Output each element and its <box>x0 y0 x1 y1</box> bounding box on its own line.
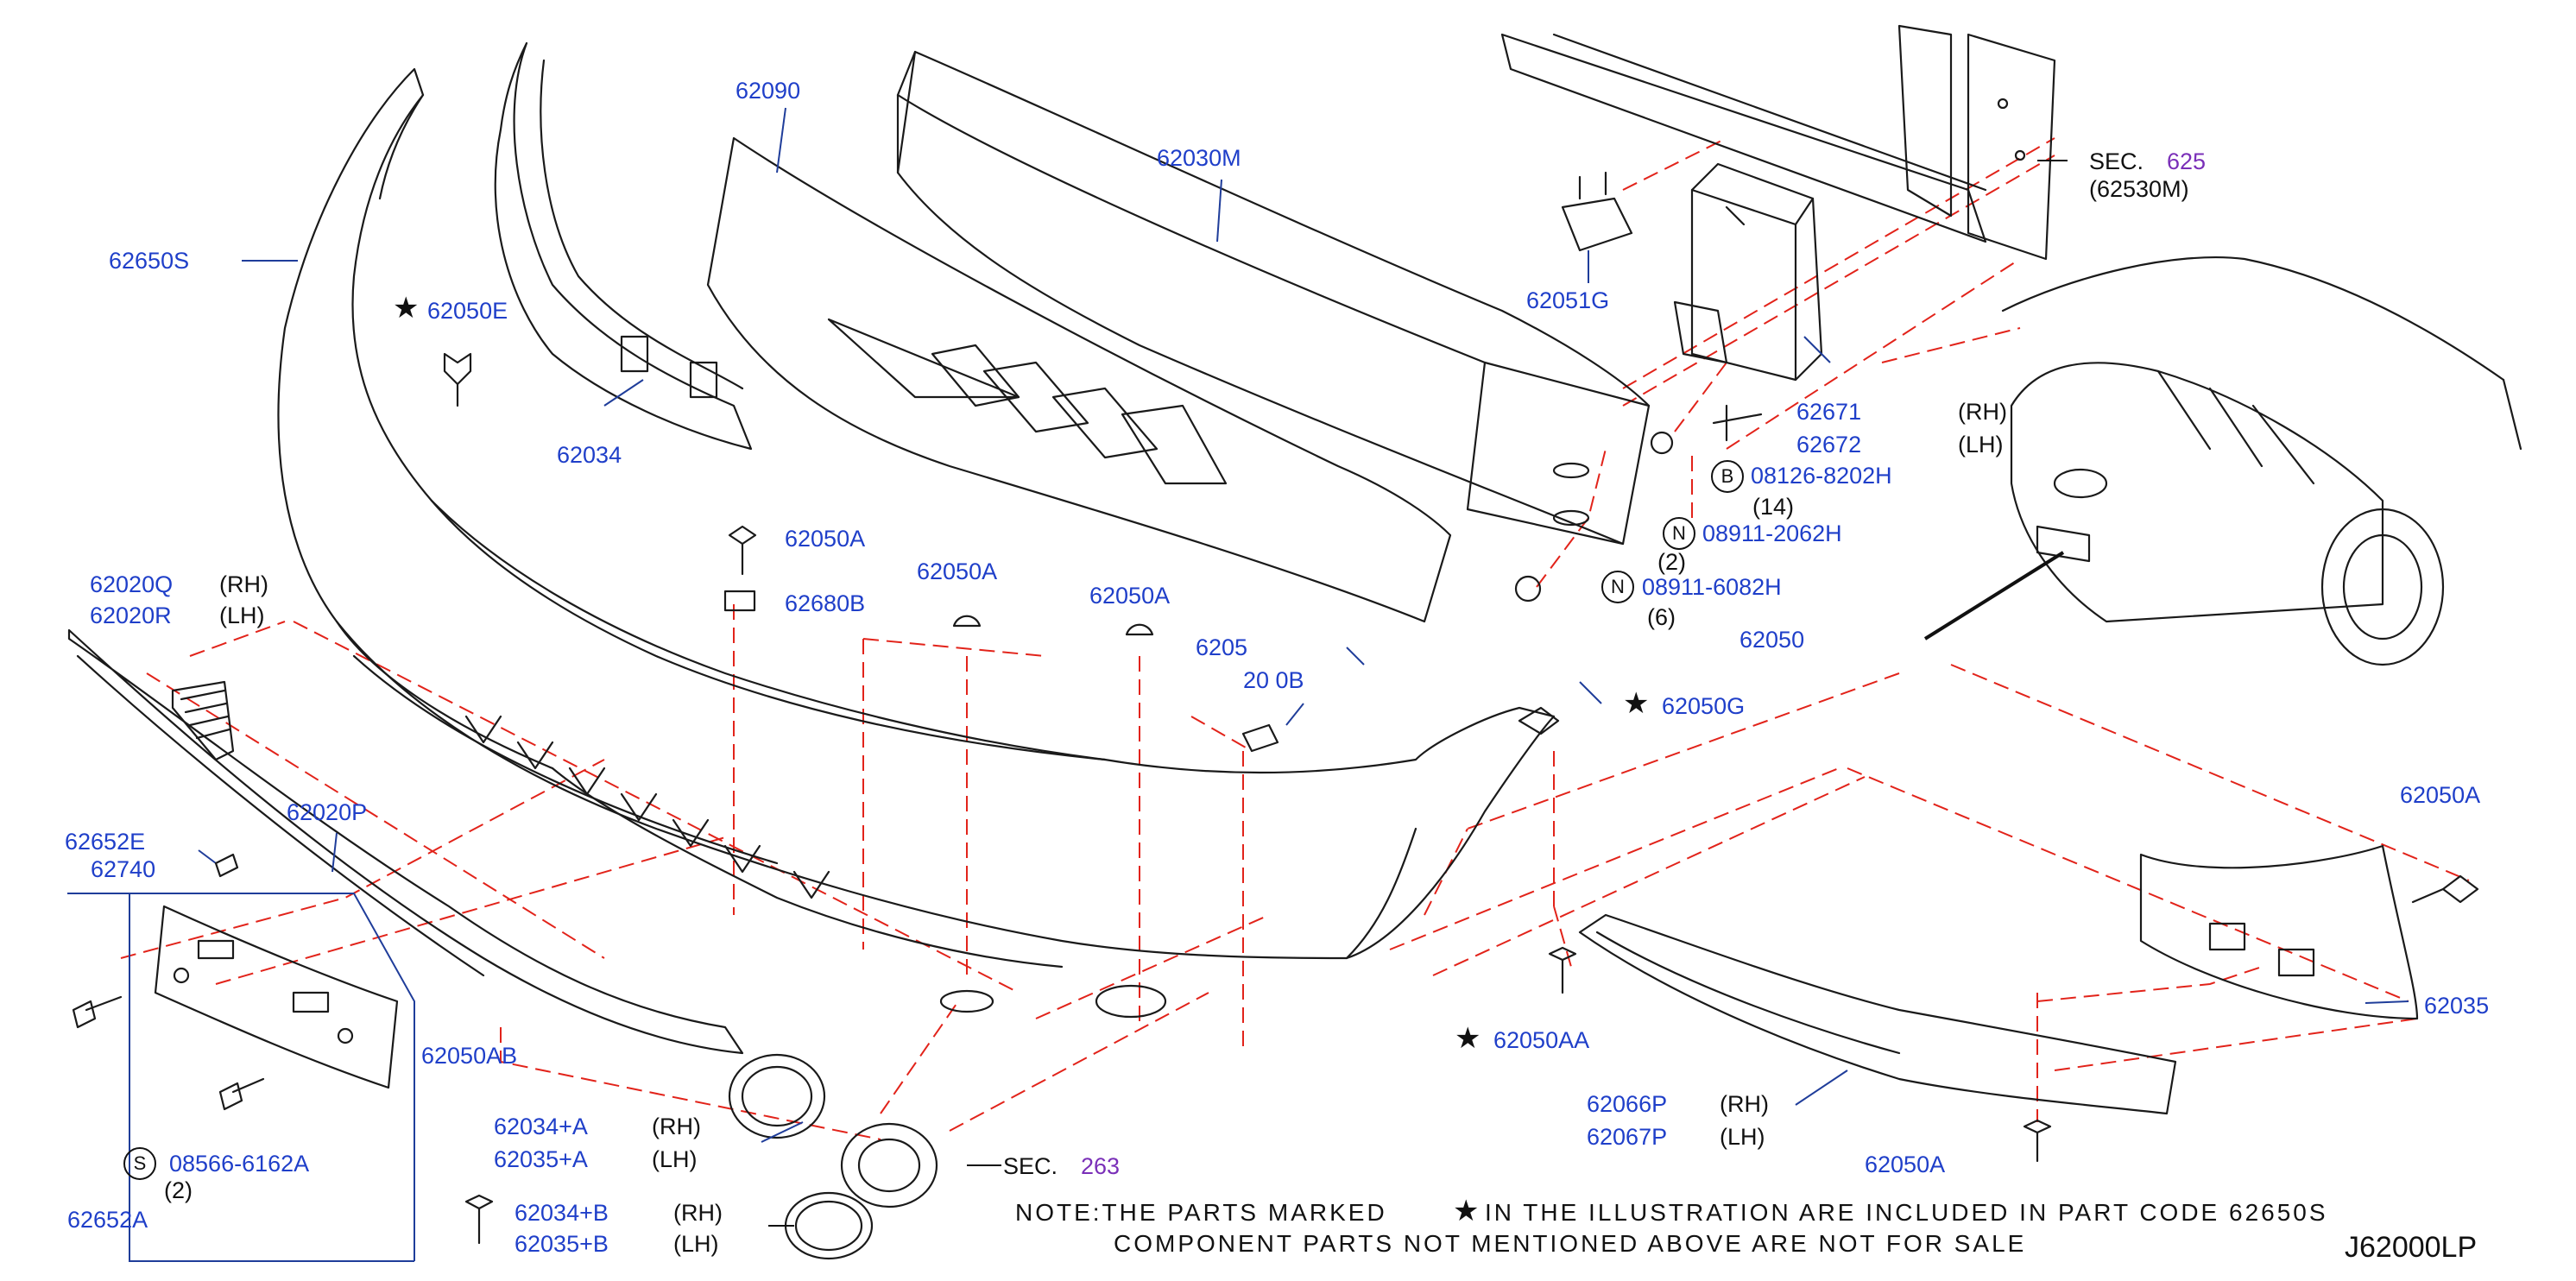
label-sec-263: SEC. <box>1003 1153 1058 1179</box>
label-200B-partial: 20 0B <box>1243 667 1304 693</box>
label-62066P: 62066P <box>1587 1091 1668 1117</box>
assembly-dashed-lines <box>120 137 2470 1140</box>
label-08126-qty: (14) <box>1752 494 1795 520</box>
label-62034B: 62034+B <box>515 1200 609 1226</box>
label-08911-6082H: 08911-6082H <box>1642 574 1782 600</box>
bracket-62034 <box>494 41 753 451</box>
fasteners <box>72 205 2479 1245</box>
label-62035A: 62035+A <box>494 1146 588 1172</box>
label-62050-right: 62050 <box>1739 627 1805 653</box>
label-62671: 62671 <box>1796 399 1862 425</box>
label-08566-qty: (2) <box>164 1177 193 1203</box>
energy-absorber-62090 <box>706 136 1452 623</box>
label-62050G: 62050G <box>1662 693 1746 719</box>
side-grille-62020Q <box>171 680 235 761</box>
label-sec-263-number: 263 <box>1081 1153 1121 1179</box>
label-62020Q: 62020Q <box>90 571 174 597</box>
reinforcement-beam-62030M <box>896 50 1651 546</box>
label-62034A-side: (RH) <box>652 1114 701 1139</box>
radiator-support-frame <box>1500 24 2056 261</box>
clip-62051G <box>1561 171 1633 252</box>
label-08911-2062H: 08911-2062H <box>1702 521 1842 546</box>
label-62020R-side: (LH) <box>219 603 265 628</box>
label-62035: 62035 <box>2424 993 2490 1019</box>
nut-marker-N-2062: N <box>1663 517 1695 550</box>
vehicle-front-view <box>2001 256 2522 666</box>
nut-marker-N-6082: N <box>1601 571 1634 603</box>
label-62067P: 62067P <box>1587 1124 1668 1150</box>
label-62035B-side: (LH) <box>673 1231 719 1257</box>
label-62740: 62740 <box>91 856 156 882</box>
label-62650S: 62650S <box>109 248 190 274</box>
label-62020R: 62020R <box>90 603 172 628</box>
screw-marker-S: S <box>123 1147 156 1180</box>
label-62050A-lower-1: 62050A <box>1865 1152 1946 1177</box>
lower-strip-62020P <box>67 628 744 1055</box>
label-62030M: 62030M <box>1157 145 1241 171</box>
label-62050A-upper-3: 62050A <box>1089 583 1171 609</box>
label-62020P: 62020P <box>287 799 368 825</box>
bracket-62671 <box>1673 162 1823 382</box>
label-62672: 62672 <box>1796 432 1862 458</box>
label-62034: 62034 <box>557 442 622 468</box>
fog-lamp-ring <box>728 1053 938 1260</box>
bolt-marker-B: B <box>1711 460 1744 493</box>
lower-molding-62066P <box>1578 913 2177 1115</box>
note-line-1b: IN THE ILLUSTRATION ARE INCLUDED IN PART… <box>1485 1199 2328 1226</box>
label-08911-6082H-qty: (6) <box>1647 604 1676 630</box>
label-6205-partial: 6205 <box>1196 634 1248 660</box>
label-sec-625: SEC. <box>2089 148 2144 174</box>
license-bracket-62740 <box>154 905 399 1089</box>
label-62050A-lower-2: 62050A <box>2400 782 2481 808</box>
label-62680B: 62680B <box>785 590 866 616</box>
star-marker-62050AA: ★ <box>1455 1022 1481 1055</box>
label-62672-side: (LH) <box>1958 432 2004 458</box>
diagram-code: J62000LP <box>2345 1231 2478 1264</box>
label-62050AB: 62050AB <box>421 1043 518 1069</box>
bracket-62035 <box>2139 844 2419 1020</box>
label-08566-6162A: 08566-6162A <box>169 1151 310 1177</box>
star-marker-62050E: ★ <box>393 292 420 325</box>
label-08126-8202H: 08126-8202H <box>1751 463 1892 489</box>
label-sec-625-sub: (62530M) <box>2089 176 2189 202</box>
label-62050E: 62050E <box>427 298 508 324</box>
label-62652A: 62652A <box>67 1207 148 1233</box>
label-62050A-upper-1: 62050A <box>785 526 866 552</box>
label-08911-2062H-qty: (2) <box>1657 549 1686 575</box>
bumper-fascia-62650S <box>277 67 1556 1019</box>
leader-lines <box>67 107 2409 1262</box>
label-62652E: 62652E <box>65 829 146 855</box>
label-62066P-side: (RH) <box>1720 1091 1769 1117</box>
label-62051G: 62051G <box>1526 287 1610 313</box>
label-62067P-side: (LH) <box>1720 1124 1765 1150</box>
note-star-marker: ★ <box>1453 1195 1480 1227</box>
note-line-2: COMPONENT PARTS NOT MENTIONED ABOVE ARE … <box>1114 1230 2027 1257</box>
label-62035B: 62035+B <box>515 1231 609 1257</box>
label-62035A-side: (LH) <box>652 1146 698 1172</box>
label-62034B-side: (RH) <box>673 1200 723 1226</box>
label-62034A: 62034+A <box>494 1114 588 1139</box>
label-62671-side: (RH) <box>1958 399 2007 425</box>
label-62090: 62090 <box>736 78 801 104</box>
label-sec-625-number: 625 <box>2167 148 2207 174</box>
star-marker-62050G: ★ <box>1623 687 1650 720</box>
label-62020Q-side: (RH) <box>219 571 268 597</box>
label-62050A-upper-2: 62050A <box>917 558 998 584</box>
label-62050AA: 62050AA <box>1493 1027 1590 1053</box>
note-line-1a: NOTE:THE PARTS MARKED <box>1015 1199 1387 1226</box>
